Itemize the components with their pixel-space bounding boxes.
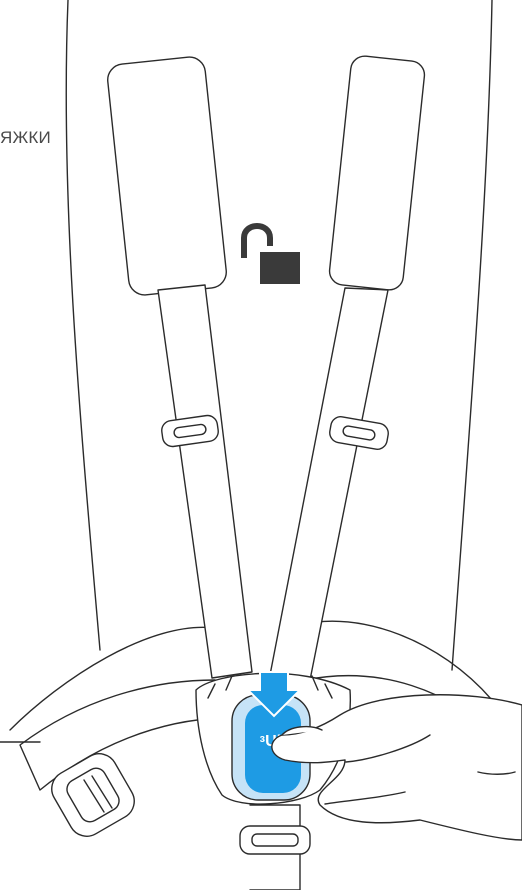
- crotch-strap-adjuster: [240, 826, 310, 854]
- left-shoulder-pad: [106, 56, 228, 297]
- unlocked-icon: [244, 226, 300, 284]
- instruction-text-fragment: ЯЖКИ: [0, 128, 51, 148]
- left-shoulder-strap: [158, 285, 252, 678]
- seat-back-left-edge: [66, 0, 100, 650]
- seat-back-right-edge: [452, 0, 492, 670]
- right-shoulder-pad: [328, 55, 426, 291]
